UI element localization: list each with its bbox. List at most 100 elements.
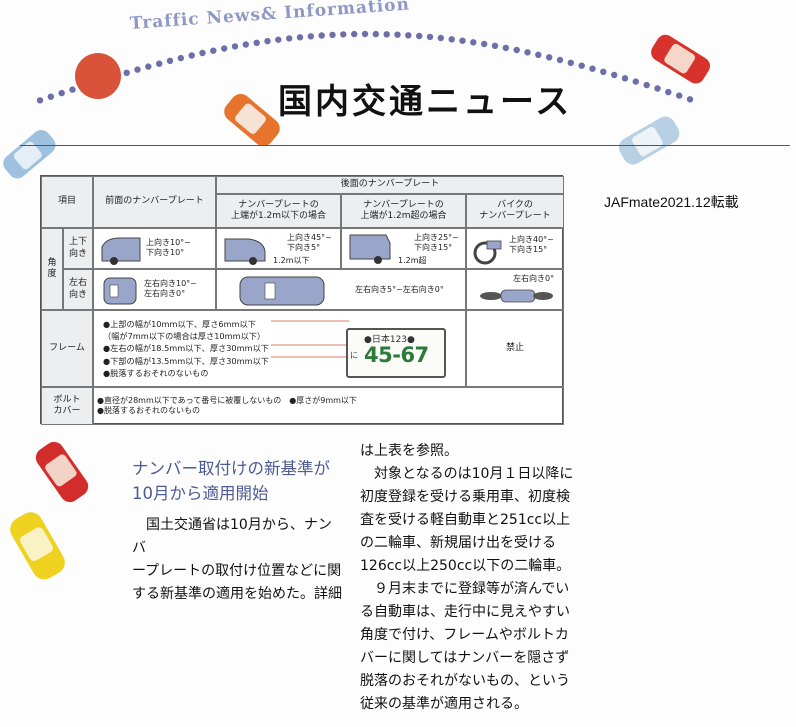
row-label-updown: 上下 向き: [63, 228, 93, 269]
arc-dot: [611, 71, 618, 79]
arc-dot: [47, 93, 54, 100]
arc-dot: [307, 33, 314, 40]
cell-updown-front: 上向き10°~ 下向き10°: [93, 228, 216, 269]
arc-dot: [643, 81, 650, 89]
cell-bolt-spec: ●直径が28mm以下であって番号に被覆しないもの ●厚さが9mm以下 ●脱落する…: [93, 387, 564, 425]
row-label-bolt: ボルト カバー: [41, 387, 93, 425]
cell-updown-rear-high: 上向き25°~ 下向き15° 1.2m超: [341, 228, 466, 269]
arc-dot: [361, 30, 369, 38]
arc-dot: [286, 35, 293, 42]
cell-frame-bike: 禁止: [466, 310, 564, 387]
orange-circle-decoration: [75, 53, 121, 99]
header-bike: バイクの ナンバープレート: [466, 194, 564, 228]
arc-dot: [437, 34, 444, 42]
header-rear-low: ナンバープレートの 上端が1.2m以下の場合: [216, 194, 341, 228]
arc-dot: [394, 31, 401, 38]
arc-dot: [481, 40, 488, 48]
arc-dot: [123, 69, 130, 77]
row-label-frame: フレーム: [41, 310, 93, 387]
arc-dot: [177, 54, 184, 62]
arc-dot: [134, 66, 141, 73]
arc-dot: [210, 47, 217, 54]
arc-dot: [188, 52, 195, 59]
car-top-view-rear-icon: [239, 276, 325, 306]
orange-toy-car-icon: [224, 93, 280, 147]
arc-dot: [513, 46, 520, 54]
cell-updown-bike: 上向き40°~ 下向き15°: [466, 228, 564, 269]
arc-dot: [221, 45, 228, 52]
arc-dot: [491, 42, 499, 49]
page-title: 国内交通ニュース: [278, 82, 573, 122]
motorcycle-top-view-icon: [480, 289, 553, 303]
red-toy-car-icon: [651, 34, 710, 84]
arc-dot: [199, 49, 206, 57]
row-label-angle: 角 度: [41, 228, 63, 310]
cell-leftright-rear: 左右向き5°~左右向き0°: [216, 269, 466, 310]
frame-requirements-list: ●上部の幅が10mm以下、厚さ6mm以下 （幅が7mm以下の場合は厚さ10mm以…: [103, 318, 269, 379]
arc-dot: [69, 86, 76, 93]
arc-dot: [372, 30, 379, 38]
frame-item-4: ●下部の幅が13.5mm以下、厚さ30mm以下: [103, 355, 269, 366]
cell-leftright-bike: 左右向き0°: [466, 269, 564, 310]
arc-dot: [665, 88, 672, 96]
arc-dot: [351, 30, 358, 38]
arc-dot: [459, 37, 466, 44]
arc-dot: [470, 39, 477, 46]
header-item: 項目: [41, 176, 93, 228]
source-note: JAFmate2021.12転載: [604, 194, 739, 210]
arc-dot: [686, 96, 694, 103]
arc-dot: [632, 78, 639, 85]
header-front: 前面のナンバープレート: [93, 176, 216, 228]
frame-item-2: （幅が7mm以下の場合は厚さ10mm以下）: [103, 331, 266, 342]
arc-dot: [36, 97, 44, 104]
article-column-1: 国土交通省は10月から、ナンバ ープレートの取付け位置などに関 する新基準の適用…: [132, 517, 342, 602]
arc-dot: [242, 41, 249, 48]
yellow-toy-car-icon: [10, 512, 65, 580]
arc-dot: [145, 63, 152, 70]
frame-item-1: ●上部の幅が10mm以下、厚さ6mm以下: [103, 319, 256, 329]
arc-dot: [58, 89, 65, 97]
truck-rear-side-icon: [349, 234, 391, 264]
row-label-leftright: 左右 向き: [63, 269, 93, 310]
arc-dot: [676, 92, 683, 99]
arc-dot: [318, 32, 325, 39]
article-column-2: は上表を参照。 対象となるのは10月１日以降に 初度登録を受ける乗用車、初度検 …: [360, 443, 574, 712]
arc-dot: [275, 36, 282, 43]
arc-dot: [264, 37, 271, 45]
arc-dot: [448, 36, 455, 43]
car-rear-side-icon: [224, 238, 266, 265]
arc-dot: [253, 39, 260, 46]
header-rear-high: ナンバープレートの 上端が1.2m超の場合: [341, 194, 466, 228]
motorcycle-rear-icon: [473, 240, 502, 265]
arc-dot: [600, 68, 607, 76]
car-front-side-icon: [101, 237, 141, 265]
arc-dot: [621, 75, 629, 82]
arc-dot: [578, 62, 585, 69]
arc-dot: [556, 56, 564, 64]
arc-dot: [383, 31, 390, 38]
arc-dot: [340, 31, 347, 38]
arc-dot: [502, 44, 509, 52]
red-toy-car-icon: [35, 441, 89, 503]
plate-number: 45-67: [364, 343, 429, 367]
cell-leftright-front: 左右向き10°~ 左右向き0°: [93, 269, 216, 310]
arc-dot: [329, 31, 336, 39]
article-title: ナンバー取付けの新基準が 10月から適用開始: [132, 459, 330, 503]
arc-dot: [416, 32, 423, 40]
arc-dot: [156, 60, 163, 67]
arc-dot: [405, 32, 412, 39]
cell-frame-spec: [93, 310, 466, 387]
header-rear-group: 後面のナンバープレート: [216, 176, 564, 194]
arc-dot: [535, 51, 542, 58]
arc-dot: [426, 33, 434, 41]
arc-dot: [589, 65, 596, 72]
arc-dot: [296, 34, 304, 41]
blue-toy-car-icon: [3, 129, 56, 179]
frame-item-5: ●脱落するおそれのないもの: [103, 367, 209, 378]
frame-item-3: ●左右の幅が18.5mm以下、厚さ30mm以下: [103, 343, 269, 354]
arc-dot: [166, 57, 174, 64]
header-divider: [20, 145, 790, 146]
arc-dot: [231, 43, 239, 50]
license-plate-standards-table: 項目 前面のナンバープレート 後面のナンバープレート ナンバープレートの 上端が…: [40, 175, 564, 425]
